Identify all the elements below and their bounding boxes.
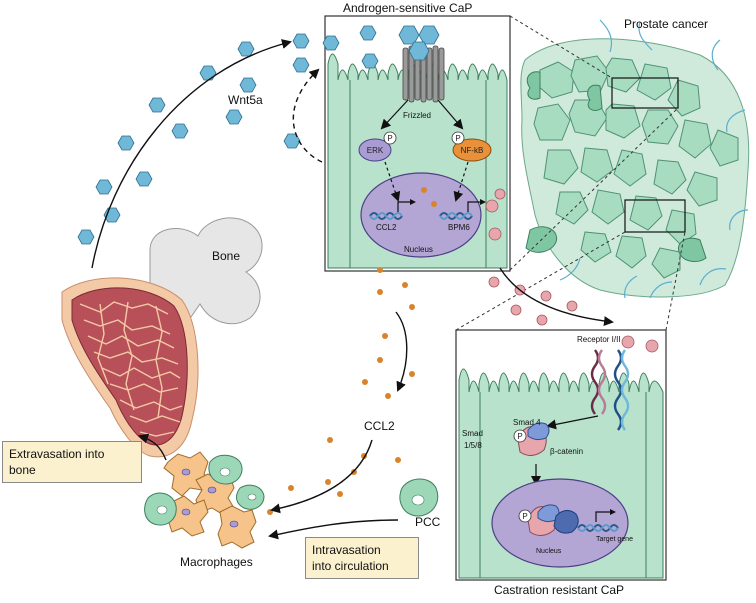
- intravasation-line-2: into circulation: [312, 559, 389, 573]
- pcc-arrow: [268, 519, 399, 540]
- smad4-label: Smad 4: [513, 418, 541, 427]
- zoom-box-upper: [611, 77, 679, 109]
- smad-number-label: 1/5/8: [464, 441, 482, 450]
- macrophages-label: Macrophages: [180, 555, 253, 569]
- bmp-arrow: [499, 267, 614, 327]
- nucleus-upper-label: Nucleus: [404, 245, 433, 254]
- nucleus-lower-label: Nucleus: [536, 548, 562, 555]
- extravasation-line-2: bone: [9, 463, 36, 477]
- dna-bpm6: [439, 201, 480, 220]
- wnt5a-arrow: [91, 39, 292, 269]
- bone: [61, 217, 263, 458]
- target-gene-label: Target gene: [596, 536, 633, 543]
- erk-label: ERK: [366, 146, 384, 155]
- receptor-helices: [590, 349, 630, 431]
- wnt5a-feedback-arrow: [292, 68, 323, 163]
- receptor-label: Receptor I/II: [577, 335, 621, 344]
- beta-catenin-label: β-catenin: [550, 447, 584, 456]
- ccl2-gene-label: CCL2: [376, 223, 397, 232]
- ccl2-label: CCL2: [364, 419, 395, 433]
- wnt5a-hexagons: [77, 25, 379, 245]
- smad4-phospho: P: [517, 432, 523, 441]
- extravasation-line-1: Extravasation into: [9, 447, 105, 461]
- ccl2-arrow-down: [395, 311, 408, 392]
- dna-ccl2: [369, 201, 410, 220]
- nfkb-label: NF-kB: [460, 146, 484, 155]
- wnt5a-label: Wnt5a: [228, 93, 263, 107]
- prostate-cancer-label: Prostate cancer: [624, 17, 709, 31]
- ccl2-dots: [267, 267, 415, 515]
- castration-resistant-title: Castration resistant CaP: [494, 583, 625, 597]
- erk-phospho: P: [387, 134, 393, 143]
- zoom-box-lower: [624, 199, 686, 233]
- smad-label: Smad: [462, 429, 483, 438]
- castration-resistant-cell-panel: [455, 329, 667, 581]
- pcc-label: PCC: [415, 515, 441, 529]
- dna-target-gene: [577, 511, 619, 532]
- androgen-sensitive-title: Androgen-sensitive CaP: [343, 1, 473, 15]
- extravasation-box: Extravasation into bone: [2, 441, 142, 483]
- nucleus-phospho: P: [522, 512, 528, 521]
- extravasation-arrow: [138, 433, 167, 461]
- intravasation-line-1: Intravasation: [312, 543, 381, 557]
- frizzled-receptor: [402, 45, 445, 103]
- prostate-tissue: [455, 15, 750, 331]
- intravasation-box: Intravasation into circulation: [305, 537, 419, 579]
- bone-label: Bone: [212, 249, 241, 263]
- frizzled-label: Frizzled: [403, 111, 432, 120]
- bpm6-gene-label: BPM6: [448, 223, 470, 232]
- ccl2-arrow-to-macrophages: [270, 439, 373, 514]
- nfkb-phospho: P: [455, 134, 461, 143]
- androgen-sensitive-cell-panel: [324, 15, 511, 272]
